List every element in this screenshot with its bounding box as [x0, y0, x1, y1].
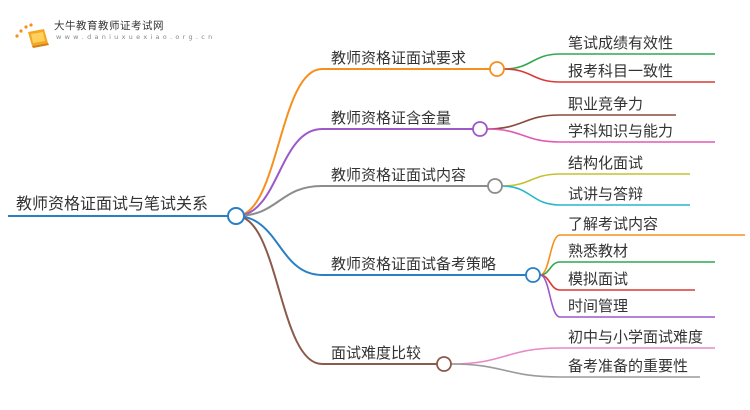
child-label: 试讲与答辩	[568, 185, 643, 203]
branch-label: 面试难度比较	[331, 344, 421, 362]
branch-child-connector	[501, 173, 561, 187]
branch-child-connector	[486, 128, 561, 143]
branch-label: 教师资格证含金量	[331, 109, 451, 127]
book-logo-icon	[15, 23, 49, 48]
branch-label: 教师资格证面试内容	[331, 166, 466, 184]
branch-label: 教师资格证面试要求	[331, 49, 466, 67]
site-logo: 大牛教育教师证考试网 w w w . d a n i u x u e x i a…	[14, 14, 212, 54]
branch-child-connector	[539, 274, 561, 318]
branch-node-circle	[436, 356, 452, 372]
branch-node-circle	[487, 178, 503, 194]
branch-node-circle	[472, 121, 488, 137]
branch-child-connector	[450, 363, 561, 378]
child-label: 结构化面试	[568, 154, 643, 172]
branch-child-connector	[450, 347, 561, 365]
child-label: 初中与小学面试难度	[568, 328, 703, 346]
root-branch-connector	[235, 128, 323, 217]
child-label: 熟悉教材	[568, 242, 628, 260]
branch-node-circle	[489, 61, 505, 77]
branch-child-connector	[503, 53, 561, 70]
child-label: 了解考试内容	[568, 215, 658, 233]
child-label: 学科知识与能力	[568, 122, 673, 140]
root-branch-connector	[235, 68, 323, 217]
branch-child-connector	[501, 185, 561, 206]
root-branch-connector	[235, 185, 323, 217]
root-branch-connector	[235, 215, 323, 276]
logo-title: 大牛教育教师证考试网	[54, 20, 164, 32]
root-branch-connector	[235, 215, 323, 365]
mindmap-edges	[8, 53, 745, 378]
logo-url: w w w . d a n i u x u e x i a o . o r g …	[56, 33, 213, 41]
child-label: 笔试成绩有效性	[568, 34, 673, 52]
child-label: 职业竞争力	[568, 95, 643, 113]
child-label: 报考科目一致性	[568, 62, 673, 80]
branch-child-connector	[503, 68, 561, 83]
branch-node-circle	[525, 267, 541, 283]
root-label: 教师资格证面试与笔试关系	[16, 194, 208, 213]
child-label: 模拟面试	[568, 270, 628, 288]
child-label: 时间管理	[568, 297, 628, 315]
child-label: 备考准备的重要性	[568, 357, 688, 375]
branch-label: 教师资格证面试备考策略	[331, 255, 496, 273]
root-node-circle	[227, 207, 245, 225]
branch-child-connector	[486, 114, 561, 130]
